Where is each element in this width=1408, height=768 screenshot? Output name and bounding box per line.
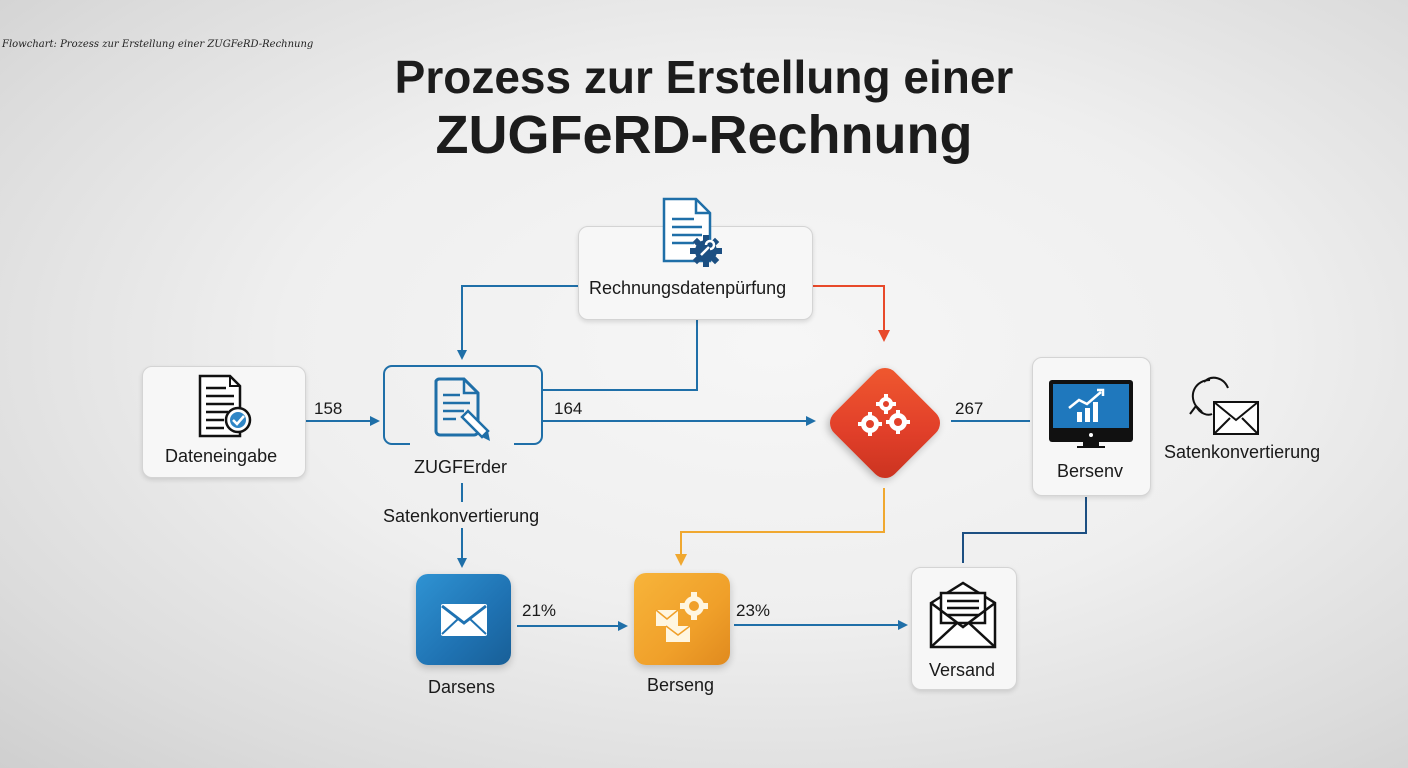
node-berseng[interactable]	[634, 573, 730, 665]
label-versand: Versand	[929, 660, 996, 680]
gears-icon	[858, 394, 910, 436]
edge-label-158: 158	[314, 399, 343, 418]
cycle-envelope-icon	[1189, 376, 1259, 435]
edge-label-267: 267	[955, 399, 984, 418]
label-berseng: Berseng	[647, 675, 715, 695]
node-zugferder[interactable]	[382, 364, 546, 446]
label-darsens: Darsens	[428, 677, 496, 697]
label-dateneingabe: Dateneingabe	[165, 446, 278, 466]
label-satenkonvertierung-side: Satenkonvertierung	[1164, 442, 1321, 462]
open-envelope-icon	[929, 581, 997, 649]
label-bersenv: Bersenv	[1057, 461, 1124, 481]
figure-caption: Flowchart: Prozess zur Erstellung einer …	[2, 39, 314, 50]
document-pencil-icon	[434, 377, 490, 441]
edge-label-23pct: 23%	[736, 601, 771, 620]
envelopes-gear-icon	[655, 592, 708, 642]
envelope-icon	[441, 604, 487, 636]
label-rechnungsdatenpruefung: Rechnungsdatenpürfung	[589, 278, 787, 298]
title-line-1: Prozess zur Erstellung einer	[394, 51, 1014, 103]
document-gear-icon	[662, 197, 722, 267]
label-zugferder: ZUGFErder	[414, 457, 508, 477]
monitor-chart-icon	[1049, 380, 1133, 448]
edge-label-satenkonvertierung: Satenkonvertierung	[383, 506, 540, 526]
edge-label-21pct: 21%	[522, 601, 557, 620]
edge-label-164: 164	[554, 399, 583, 418]
title-line-2: ZUGFeRD-Rechnung	[435, 105, 973, 165]
page-title: Prozess zur Erstellung einer ZUGFeRD-Rec…	[0, 48, 1408, 164]
document-check-icon	[198, 374, 252, 438]
